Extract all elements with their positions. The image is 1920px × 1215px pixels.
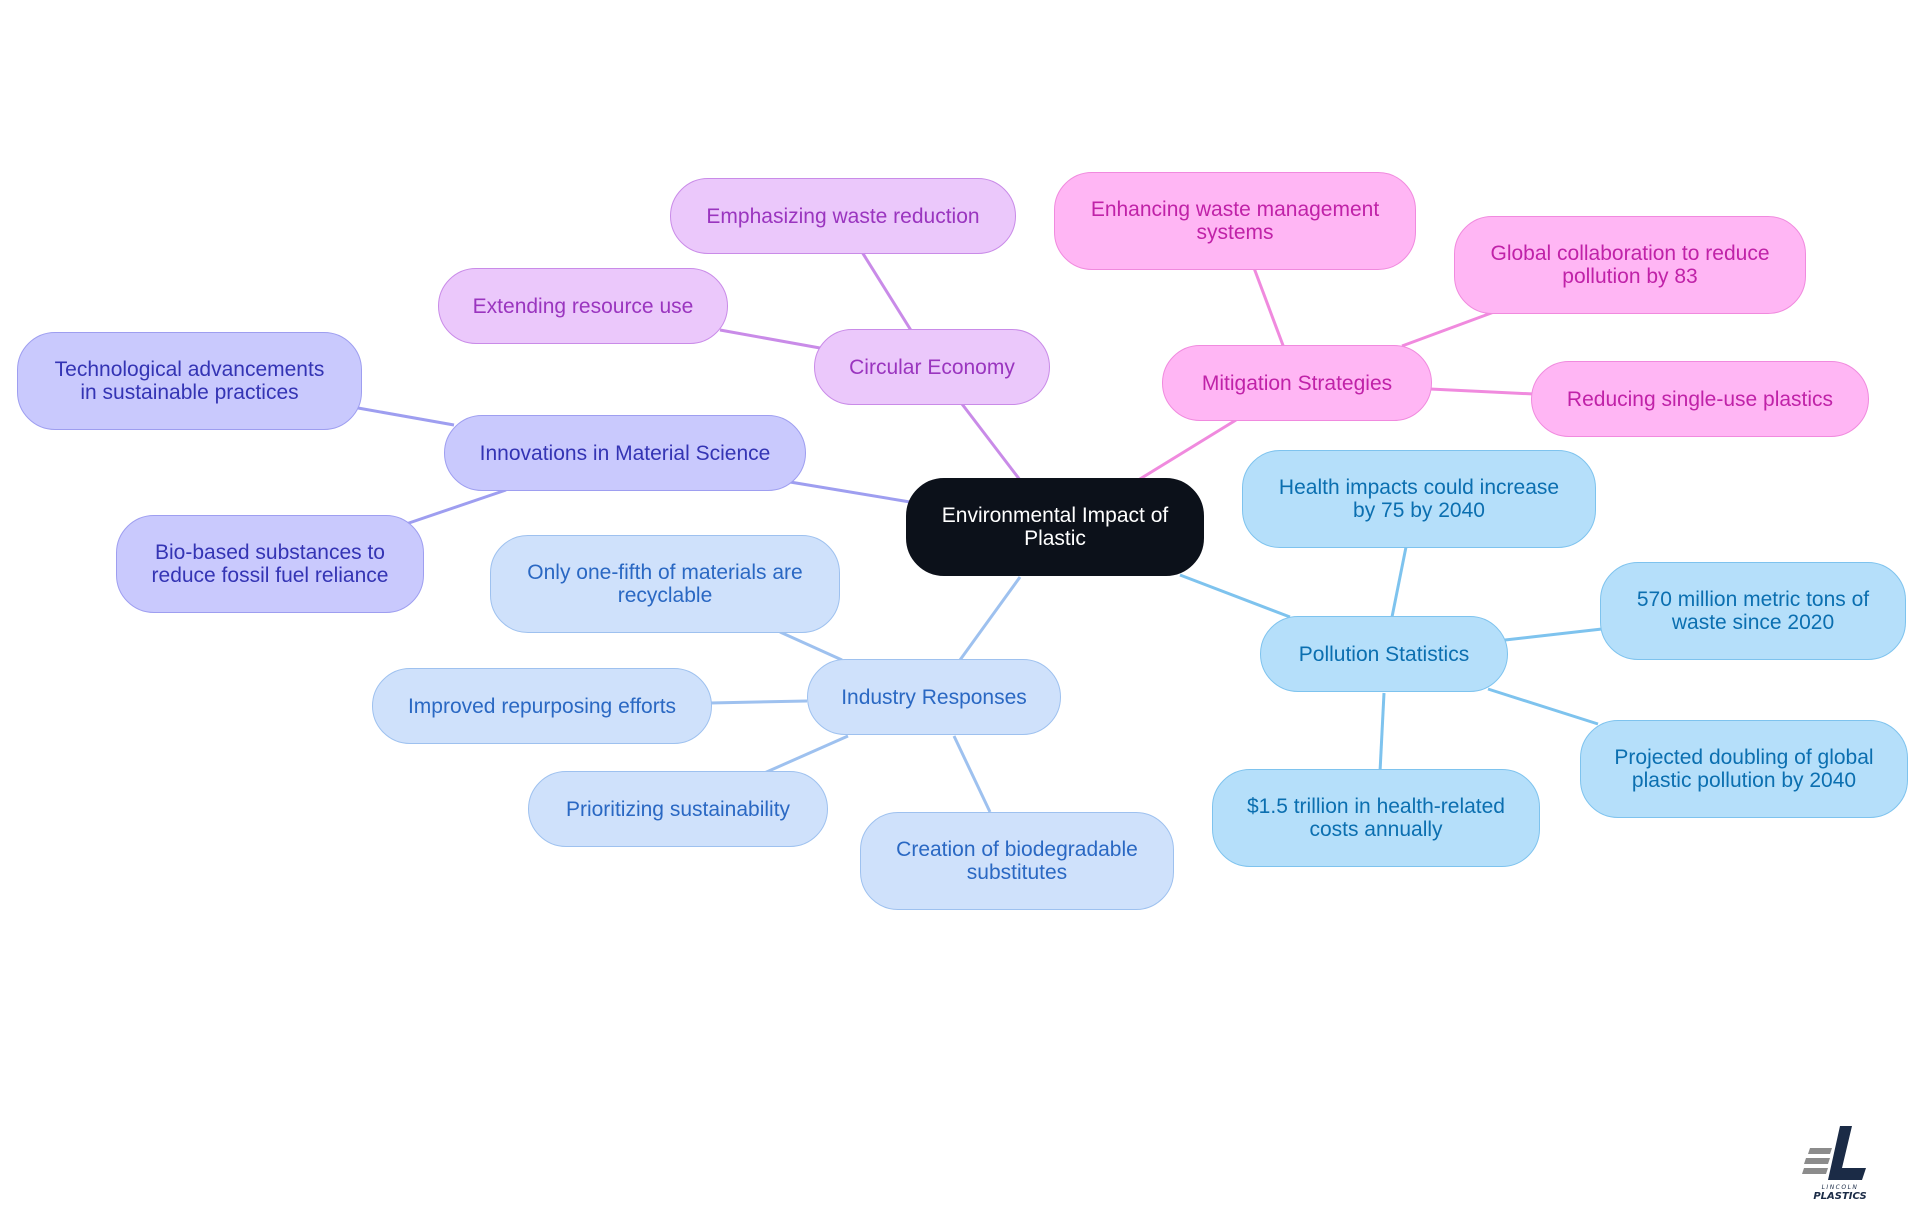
root-node[interactable]: Environmental Impact of Plastic xyxy=(906,478,1204,576)
leaf-enhancing-waste-management[interactable]: Enhancing waste management systems xyxy=(1054,172,1416,270)
leaf-one-fifth-recyclable[interactable]: Only one-fifth of materials are recyclab… xyxy=(490,535,840,633)
edge-root-innovations xyxy=(789,480,911,504)
branch-industry-responses[interactable]: Industry Responses xyxy=(807,659,1061,735)
leaf-health-costs[interactable]: $1.5 trillion in health-related costs an… xyxy=(1212,769,1540,867)
branch-mitigation-strategies[interactable]: Mitigation Strategies xyxy=(1162,345,1432,421)
edge-pollution-doubling xyxy=(1487,687,1599,726)
edge-circular-economy-waste-reduction xyxy=(860,251,914,333)
edge-innovations-tech xyxy=(357,406,455,427)
edge-pollution-tons xyxy=(1504,627,1603,642)
edge-mitigation-global-collaboration xyxy=(1401,310,1495,348)
leaf-extending-resource-use[interactable]: Extending resource use xyxy=(438,268,728,344)
leaf-improved-repurposing[interactable]: Improved repurposing efforts xyxy=(372,668,712,744)
edge-industry-repurposing xyxy=(709,699,808,705)
leaf-570-million-tons[interactable]: 570 million metric tons of waste since 2… xyxy=(1600,562,1906,660)
branch-circular-economy[interactable]: Circular Economy xyxy=(814,329,1050,405)
edge-industry-sustainability xyxy=(761,734,849,776)
lincoln-plastics-logo: LINCOLN PLASTICS xyxy=(1802,1126,1867,1202)
leaf-bio-based-substances[interactable]: Bio-based substances to reduce fossil fu… xyxy=(116,515,424,613)
leaf-global-collaboration[interactable]: Global collaboration to reduce pollution… xyxy=(1454,216,1806,314)
edge-root-industry xyxy=(958,576,1022,661)
edge-pollution-health xyxy=(1390,546,1408,618)
edge-mitigation-single-use xyxy=(1429,387,1535,396)
edge-industry-recyclable xyxy=(779,630,843,662)
leaf-emphasizing-waste-reduction[interactable]: Emphasizing waste reduction xyxy=(670,178,1016,254)
leaf-health-impacts[interactable]: Health impacts could increase by 75 by 2… xyxy=(1242,450,1596,548)
edge-pollution-costs xyxy=(1378,692,1386,773)
edge-root-circular-economy xyxy=(960,403,1022,481)
edge-root-mitigation xyxy=(1134,418,1237,484)
edge-innovations-biobased xyxy=(405,488,507,526)
leaf-projected-doubling[interactable]: Projected doubling of global plastic pol… xyxy=(1580,720,1908,818)
edge-circular-economy-resource-use xyxy=(719,328,821,350)
svg-text:PLASTICS: PLASTICS xyxy=(1813,1191,1866,1202)
edge-industry-biodegradable xyxy=(952,735,992,813)
svg-text:LINCOLN: LINCOLN xyxy=(1822,1184,1859,1191)
leaf-prioritizing-sustainability[interactable]: Prioritizing sustainability xyxy=(528,771,828,847)
leaf-technological-advancements[interactable]: Technological advancements in sustainabl… xyxy=(17,332,362,430)
branch-innovations-material-science[interactable]: Innovations in Material Science xyxy=(444,415,806,491)
edge-mitigation-waste-management xyxy=(1252,267,1286,349)
leaf-reducing-single-use[interactable]: Reducing single-use plastics xyxy=(1531,361,1869,437)
edge-root-pollution xyxy=(1179,573,1291,619)
branch-pollution-statistics[interactable]: Pollution Statistics xyxy=(1260,616,1508,692)
leaf-biodegradable-substitutes[interactable]: Creation of biodegradable substitutes xyxy=(860,812,1174,910)
